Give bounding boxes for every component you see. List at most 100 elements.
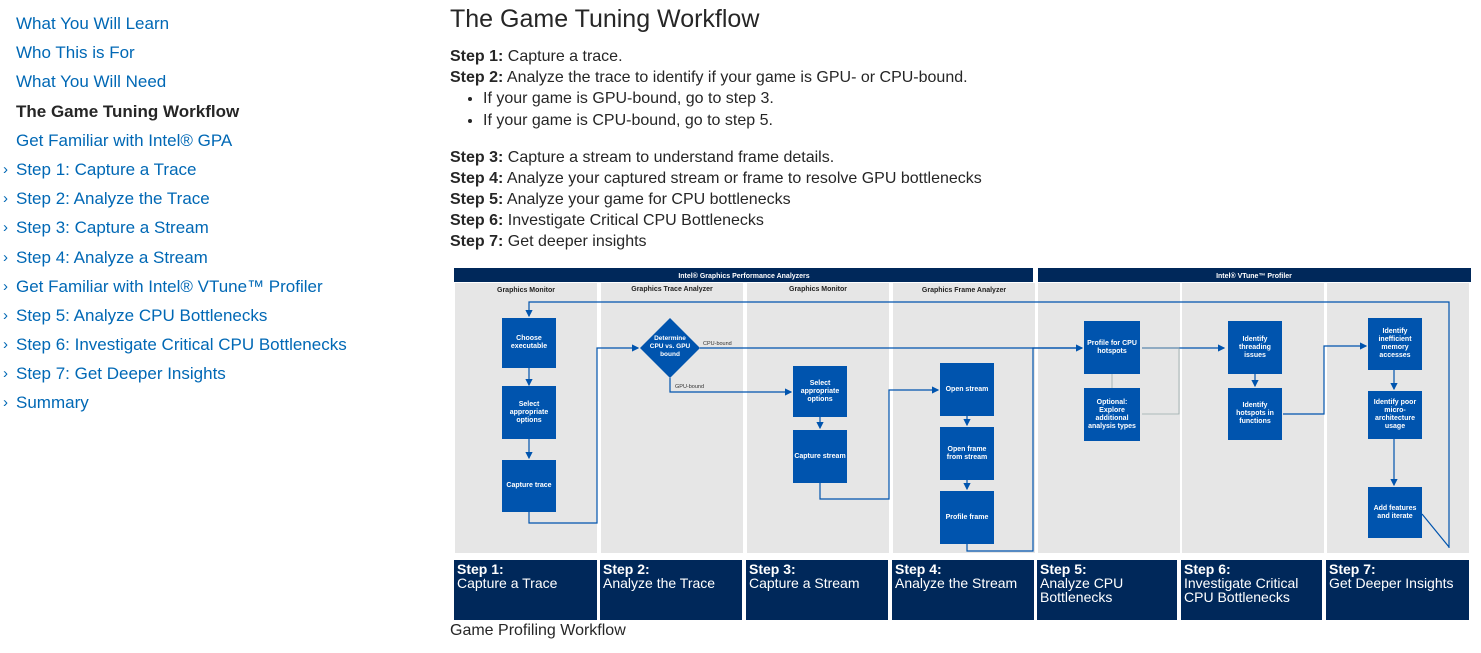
sidebar-item-label: Step 5: Analyze CPU Bottlenecks xyxy=(16,305,268,325)
step-line: Step 6: Investigate Critical CPU Bottlen… xyxy=(450,210,1475,231)
sidebar-item-game-tuning-workflow[interactable]: The Game Tuning Workflow xyxy=(0,100,430,129)
optional-analysis-box: Optional: Explore additional analysis ty… xyxy=(1084,388,1140,441)
diagram-step-2: Step 2:Analyze the Trace xyxy=(600,560,742,620)
step-text: Get Deeper Insights xyxy=(1329,575,1454,591)
vtune-header-bar xyxy=(1038,268,1471,282)
chevron-right-icon[interactable]: › xyxy=(3,190,8,208)
sidebar-item-step7[interactable]: ›Step 7: Get Deeper Insights xyxy=(0,362,430,391)
step-label: Step 3: xyxy=(450,149,504,166)
sidebar-item-summary[interactable]: › Summary xyxy=(0,391,430,420)
sidebar-item-step6[interactable]: › Step 6: Investigate Critical CPU Bottle… xyxy=(0,333,430,362)
step-number: Step 5: xyxy=(1040,561,1087,577)
step-label: Step 4: xyxy=(450,170,504,187)
step-line: Step 3: Capture a stream to understand f… xyxy=(450,147,1475,168)
step-number: Step 3: xyxy=(749,561,796,577)
workflow-diagram: Intel® Graphics Performance Analyzers In… xyxy=(454,268,1471,623)
chevron-right-icon[interactable]: › xyxy=(3,365,8,383)
cpu-bound-label: CPU-bound xyxy=(703,341,732,347)
figure-caption: Game Profiling Workflow xyxy=(450,622,626,639)
step-text: Analyze the trace to identify if your ga… xyxy=(503,69,968,86)
sidebar-item-what-you-will-need[interactable]: What You Will Need xyxy=(0,70,430,99)
sidebar-item-label: Step 3: Capture a Stream xyxy=(16,218,209,238)
sidebar-item-label: Step 1: Capture a Trace xyxy=(16,159,197,179)
decision-diamond xyxy=(640,318,700,378)
sidebar-item-label: Get Familiar with Intel® GPA xyxy=(16,130,233,150)
step-line: Step 4: Analyze your captured stream or … xyxy=(450,168,1475,189)
identify-hotspots-box: Identify hotspots in functions xyxy=(1228,388,1282,440)
capture-trace-box: Capture trace xyxy=(502,460,556,512)
gpa-header-text: Intel® Graphics Performance Analyzers xyxy=(678,272,809,280)
bullet-list: If your game is GPU-bound, go to step 3.… xyxy=(450,88,1475,131)
workflow-steps: Step 1: Capture a trace. Step 2: Analyze… xyxy=(450,46,1475,252)
chevron-right-icon[interactable]: › xyxy=(3,248,8,266)
step-text: Analyze your game for CPU bottlenecks xyxy=(503,191,791,208)
gpu-bound-label: GPU-bound xyxy=(675,384,704,390)
sidebar-item-label: Summary xyxy=(16,393,89,413)
step-line: Step 5: Analyze your game for CPU bottle… xyxy=(450,189,1475,210)
sidebar-item-label: Step 2: Analyze the Trace xyxy=(16,189,210,209)
diagram-step-6: Step 6:Investigate Critical CPU Bottlene… xyxy=(1181,560,1322,620)
column-heading: Graphics Frame Analyzer xyxy=(922,287,1006,294)
chevron-right-icon[interactable]: › xyxy=(3,219,8,237)
identify-memory-box: Identify inefficient memory accesses xyxy=(1368,318,1422,370)
step-text: Get deeper insights xyxy=(503,233,647,250)
column-heading: Graphics Monitor xyxy=(789,286,847,293)
sidebar-item-step5[interactable]: › Step 5: Analyze CPU Bottlenecks xyxy=(0,304,430,333)
step-label: Step 1: xyxy=(450,48,504,65)
step-line: Step 1: Capture a trace. xyxy=(450,46,1475,67)
lane xyxy=(747,283,889,553)
select-options-box: Select appropriate options xyxy=(793,366,847,417)
choose-executable-box: Choose executable xyxy=(502,318,556,368)
chevron-right-icon[interactable]: › xyxy=(3,277,8,295)
open-stream-box: Open stream xyxy=(940,363,994,416)
chevron-right-icon[interactable]: › xyxy=(3,336,8,354)
diagram-step-7: Step 7:Get Deeper Insights xyxy=(1326,560,1469,620)
column-heading: Graphics Trace Analyzer xyxy=(631,286,713,293)
sidebar-item-label: Step 6: Investigate Critical CPU Bottlen… xyxy=(16,335,347,355)
step-number: Step 7: xyxy=(1329,561,1376,577)
chevron-right-icon[interactable]: › xyxy=(3,394,8,412)
step-label: Step 2: xyxy=(450,69,504,86)
step-text: Capture a trace. xyxy=(503,48,623,65)
sidebar-nav: What You Will Learn Who This is For What… xyxy=(0,12,430,421)
step-number: Step 6: xyxy=(1184,561,1231,577)
sidebar-item-familiar-gpa[interactable]: Get Familiar with Intel® GPA xyxy=(0,129,430,158)
sidebar-item-who-this-is-for[interactable]: Who This is For xyxy=(0,41,430,70)
sidebar-item-what-you-will-learn[interactable]: What You Will Learn xyxy=(0,12,430,41)
select-options-box: Select appropriate options xyxy=(502,386,556,439)
identify-threading-box: Identify threading issues xyxy=(1228,321,1282,374)
step-line: Step 7: Get deeper insights xyxy=(450,231,1475,252)
main-content: The Game Tuning Workflow Step 1: Capture… xyxy=(450,0,1475,252)
svg-text:Determine: Determine xyxy=(654,335,686,342)
sidebar-item-step1[interactable]: › Step 1: Capture a Trace xyxy=(0,158,430,187)
open-frame-box: Open frame from stream xyxy=(940,427,994,480)
sidebar-item-label: Step 4: Analyze a Stream xyxy=(16,247,208,267)
step-label: Step 6: xyxy=(450,212,504,229)
sidebar-item-label: The Game Tuning Workflow xyxy=(16,101,240,121)
step-text: Analyze CPU Bottlenecks xyxy=(1040,575,1124,605)
diagram-step-3: Step 3:Capture a Stream xyxy=(746,560,888,620)
step-label: Step 5: xyxy=(450,191,504,208)
column-heading: Graphics Monitor xyxy=(497,287,555,294)
step-text: Investigate Critical CPU Bottlenecks xyxy=(503,212,764,229)
step-text: Investigate Critical CPU Bottlenecks xyxy=(1184,575,1299,605)
step-text: Analyze the Trace xyxy=(603,575,716,591)
sidebar-item-familiar-vtune[interactable]: › Get Familiar with Intel® VTune™ Profile… xyxy=(0,275,430,304)
page-title: The Game Tuning Workflow xyxy=(450,5,760,33)
svg-text:bound: bound xyxy=(660,351,680,358)
step-number: Step 4: xyxy=(895,561,942,577)
sidebar-item-label: Get Familiar with Intel® VTune™ Profiler xyxy=(16,276,323,296)
sidebar-item-step3[interactable]: › Step 3: Capture a Stream xyxy=(0,216,430,245)
sidebar-item-step2[interactable]: › Step 2: Analyze the Trace xyxy=(0,187,430,216)
chevron-right-icon[interactable]: › xyxy=(3,306,8,324)
list-item: If your game is CPU-bound, go to step 5. xyxy=(483,110,1475,132)
chevron-right-icon[interactable]: › xyxy=(3,160,8,178)
step-text: Capture a stream to understand frame det… xyxy=(503,149,835,166)
step-text: Capture a Stream xyxy=(749,575,860,591)
vtune-header-text: Intel® VTune™ Profiler xyxy=(1216,272,1292,280)
sidebar-item-label: What You Will Learn xyxy=(16,14,170,33)
sidebar-item-step4[interactable]: › Step 4: Analyze a Stream xyxy=(0,246,430,275)
sidebar-item-label: What You Will Need xyxy=(16,72,167,92)
gpa-header-bar xyxy=(454,268,1033,282)
step-text: Capture a Trace xyxy=(457,575,558,591)
